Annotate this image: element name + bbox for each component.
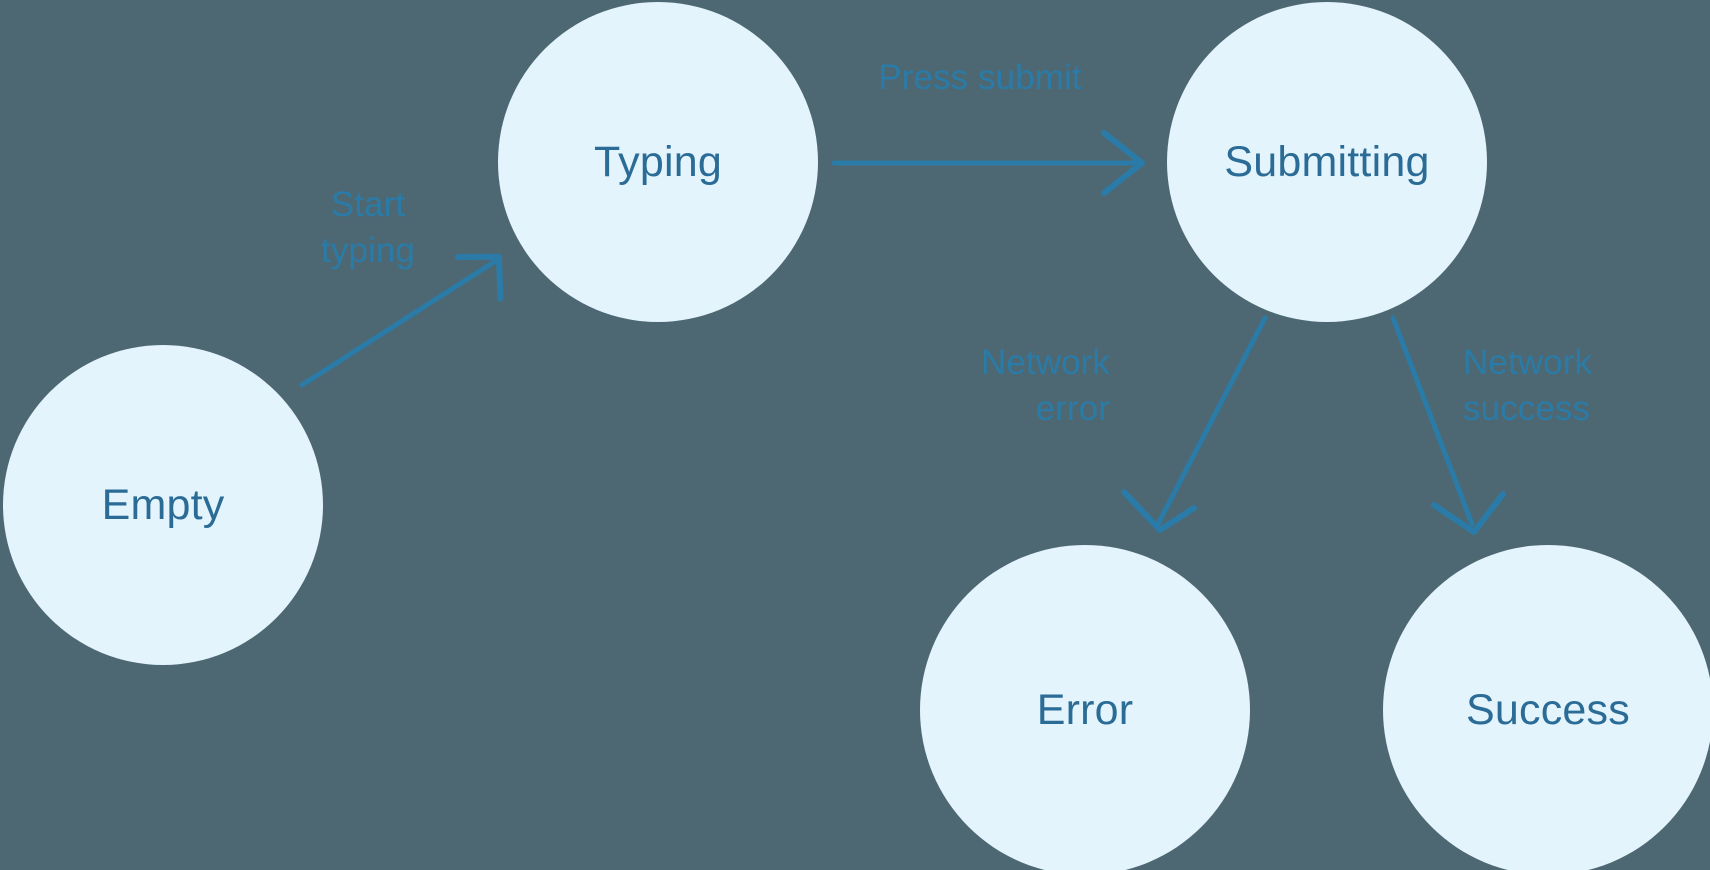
edge-line-submitting-to-error <box>1155 315 1268 527</box>
state-node-label-error: Error <box>1036 685 1134 734</box>
edge-label-submitting-to-success: Network success <box>1463 343 1593 429</box>
arrowhead-typing-to-submitting <box>1101 130 1145 196</box>
state-node-label-success: Success <box>1466 685 1630 734</box>
edge-line-submitting-to-success <box>1390 315 1475 527</box>
edge-empty-to-typing <box>299 253 504 388</box>
edge-label-typing-to-submitting: Press submit <box>878 58 1082 97</box>
state-node-submitting[interactable]: Submitting <box>1167 2 1487 322</box>
edge-line-empty-to-typing <box>299 259 497 388</box>
edge-submitting-to-error <box>1121 315 1268 533</box>
arrowhead-submitting-to-success <box>1431 491 1506 535</box>
state-node-error[interactable]: Error <box>920 545 1250 870</box>
state-node-label-typing: Typing <box>594 137 722 186</box>
edge-typing-to-submitting <box>831 130 1145 196</box>
edge-label-submitting-to-error: Network error <box>980 343 1110 429</box>
arrowhead-empty-to-typing <box>454 253 504 302</box>
edge-label-empty-to-typing: Start typing <box>321 185 415 271</box>
state-node-success[interactable]: Success <box>1383 545 1710 870</box>
state-node-empty[interactable]: Empty <box>3 345 323 665</box>
state-node-typing[interactable]: Typing <box>498 2 818 322</box>
edge-submitting-to-success <box>1390 315 1506 535</box>
arrowhead-submitting-to-error <box>1121 489 1197 533</box>
state-node-label-submitting: Submitting <box>1224 137 1430 186</box>
state-node-label-empty: Empty <box>101 480 225 529</box>
